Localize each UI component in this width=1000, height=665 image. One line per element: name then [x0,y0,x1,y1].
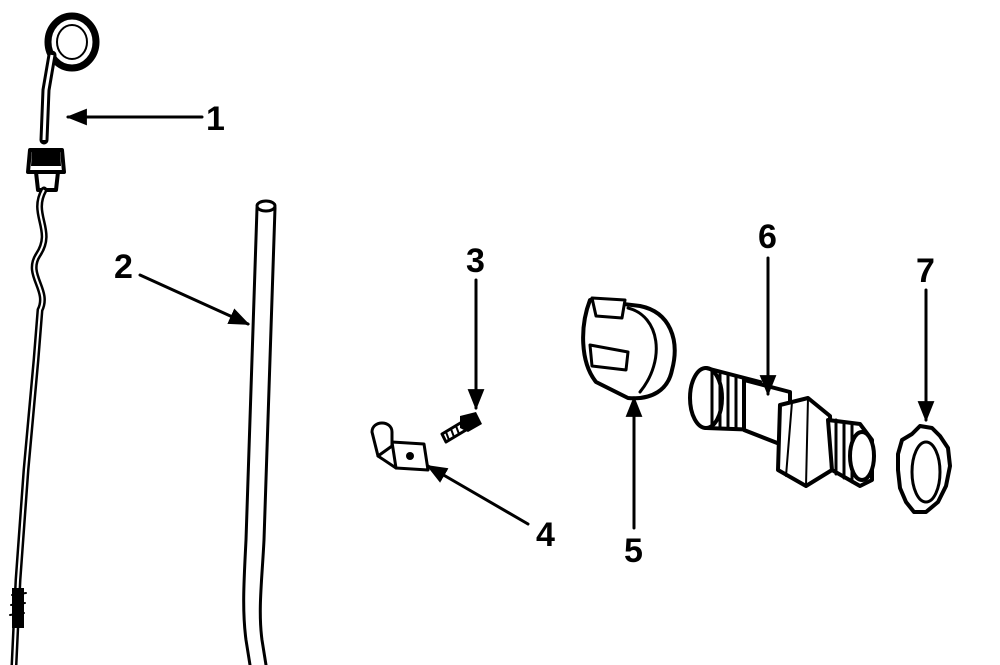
fitting-part [688,366,876,488]
callout-5: 5 [624,532,643,570]
leader-4 [426,464,530,526]
locknut-part [896,424,952,514]
leader-2 [138,273,250,326]
callout-6: 6 [758,218,777,256]
bolt-part [440,412,482,444]
cap-part [581,296,677,401]
dipstick-tube-part [242,199,277,665]
callout-7: 7 [916,252,935,290]
callout-2: 2 [114,248,133,286]
dipstick-part [9,12,100,665]
callout-4: 4 [536,516,555,554]
clip-part [370,421,430,472]
callout-1: 1 [206,100,225,138]
leader-lines [65,108,935,530]
callout-labels: 1 2 3 4 5 6 7 [114,100,935,570]
callout-3: 3 [466,242,485,280]
